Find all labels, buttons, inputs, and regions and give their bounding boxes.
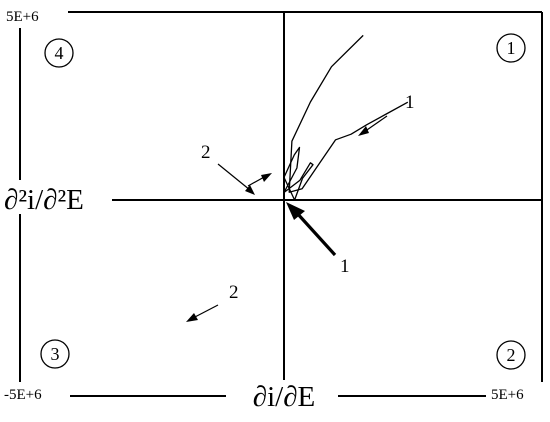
quadrant-label-1: 1 bbox=[507, 38, 516, 58]
curve-marker-1-upper: 1 bbox=[405, 92, 415, 113]
x-tick-label-left: -5E+6 bbox=[4, 387, 42, 403]
pointer-arrow-label-1 bbox=[286, 202, 337, 257]
quadrant-label-3: 3 bbox=[51, 344, 60, 364]
quadrant-marker-1: 1 bbox=[496, 33, 526, 63]
quadrant-marker-2: 2 bbox=[496, 340, 526, 370]
curve-marker-2-lower: 2 bbox=[229, 282, 239, 303]
quadrant-marker-4: 4 bbox=[44, 38, 74, 68]
axes bbox=[112, 12, 542, 380]
series-line-2 bbox=[283, 146, 314, 201]
series-line-1 bbox=[288, 34, 409, 193]
curves bbox=[283, 34, 409, 201]
annotation-arrows bbox=[186, 115, 388, 322]
y-axis-title: ∂²i/∂²E bbox=[4, 184, 84, 216]
quadrant-label-4: 4 bbox=[55, 43, 64, 63]
y-tick-label-top: 5E+6 bbox=[6, 9, 39, 25]
x-tick-label-right: 5E+6 bbox=[491, 387, 524, 403]
curve-marker-2-upper: 2 bbox=[201, 142, 211, 163]
quadrant-label-2: 2 bbox=[507, 345, 516, 365]
quadrant-marker-3: 3 bbox=[40, 339, 70, 369]
arrow-branch-2-upper bbox=[247, 173, 272, 187]
pointer-arrow-label-2 bbox=[217, 163, 255, 195]
curve-marker-1-lower: 1 bbox=[340, 256, 350, 277]
x-axis-title: ∂i/∂E bbox=[253, 381, 316, 413]
arrow-branch-2-lower bbox=[186, 304, 219, 322]
arrow-branch-1-upper bbox=[358, 115, 388, 136]
plot-frame bbox=[19, 11, 543, 397]
